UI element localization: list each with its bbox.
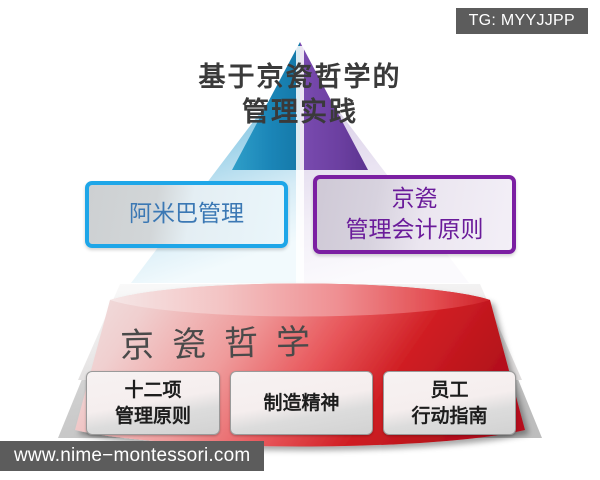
concept-box-kyocera-accounting-principles[interactable]: 京瓷 管理会计原则 (313, 175, 516, 254)
concept-box-label: 京瓷 管理会计原则 (345, 185, 484, 243)
pyramid-apex-right (300, 42, 368, 170)
foundation-box-employee-action-guide[interactable]: 员工 行动指南 (383, 371, 516, 435)
concept-box-amoeba-management[interactable]: 阿米巴管理 (85, 181, 288, 248)
pyramid-apex-left (232, 42, 300, 170)
philosophy-band-top-ellipse (110, 283, 490, 317)
foundation-box-label: 制造精神 (263, 392, 340, 414)
watermark-url: www.nime−montessori.com (0, 441, 265, 471)
foundation-box-label: 员工 行动指南 (411, 379, 488, 427)
concept-box-label: 阿米巴管理 (129, 201, 244, 227)
pyramid-center-highlight (296, 46, 304, 283)
tag-badge: TG: MYYJJPP (455, 8, 588, 34)
foundation-box-twelve-management-principles[interactable]: 十二项 管理原则 (86, 371, 220, 435)
foundation-box-label: 十二项 管理原则 (114, 379, 191, 427)
foundation-box-manufacturing-spirit[interactable]: 制造精神 (230, 371, 373, 435)
